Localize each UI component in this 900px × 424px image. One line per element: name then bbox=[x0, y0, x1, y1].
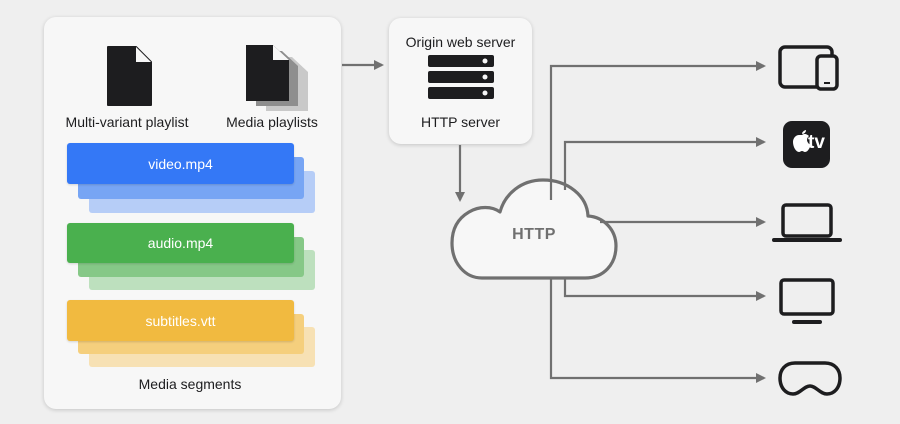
http-cloud-icon bbox=[450, 178, 618, 280]
multivariant-playlist-label: Multi-variant playlist bbox=[65, 114, 189, 130]
origin-server-title: Origin web server bbox=[405, 34, 516, 50]
arrow-to-monitor bbox=[563, 278, 766, 301]
media-playlists-label: Media playlists bbox=[226, 114, 318, 130]
arrow-to-apple-tv bbox=[563, 137, 766, 190]
media-playlists-icon bbox=[246, 45, 308, 111]
multivariant-playlist-icon bbox=[107, 46, 152, 106]
apple-tv-icon bbox=[783, 121, 830, 168]
laptop-icon bbox=[772, 203, 842, 242]
apple-tv-badge-text: tv bbox=[808, 132, 825, 153]
arrow-to-tablet-phone bbox=[549, 61, 766, 200]
audio-segment: audio.mp4 bbox=[67, 223, 294, 263]
http-server-label: HTTP server bbox=[420, 114, 501, 130]
arrow-to-vision-headset bbox=[549, 278, 766, 383]
media-segments-label: Media segments bbox=[138, 376, 242, 392]
server-icon bbox=[428, 55, 494, 99]
http-cloud-label: HTTP bbox=[512, 226, 556, 243]
subtitles-segment: subtitles.vtt bbox=[67, 300, 294, 341]
monitor-icon bbox=[779, 278, 835, 324]
tablet-and-phone-icon bbox=[778, 45, 839, 91]
vision-headset-icon bbox=[778, 361, 842, 396]
video-segment: video.mp4 bbox=[67, 143, 294, 184]
